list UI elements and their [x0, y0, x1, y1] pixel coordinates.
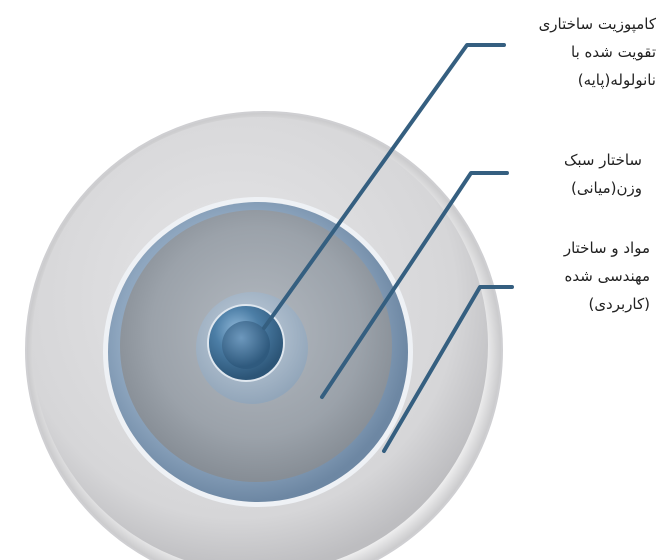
label-application-layer: مواد و ساختار مهندسی شده (کاربردی) [480, 234, 650, 318]
label-application-line2: مهندسی شده [480, 262, 650, 290]
label-application-line1: مواد و ساختار [480, 234, 650, 262]
label-base-line3: نانولوله(پایه) [476, 66, 656, 94]
label-base-layer: کامپوزیت ساختاری تقویت شده با نانولوله(پ… [476, 10, 656, 94]
label-middle-line1: ساختار سبک [492, 146, 642, 174]
label-base-line1: کامپوزیت ساختاری [476, 10, 656, 38]
core-layer-base [196, 292, 308, 404]
label-middle-layer: ساختار سبک وزن(میانی) [492, 146, 642, 202]
label-base-line2: تقویت شده با [476, 38, 656, 66]
label-application-line3: (کاربردی) [480, 290, 650, 318]
label-middle-line2: وزن(میانی) [492, 174, 642, 202]
